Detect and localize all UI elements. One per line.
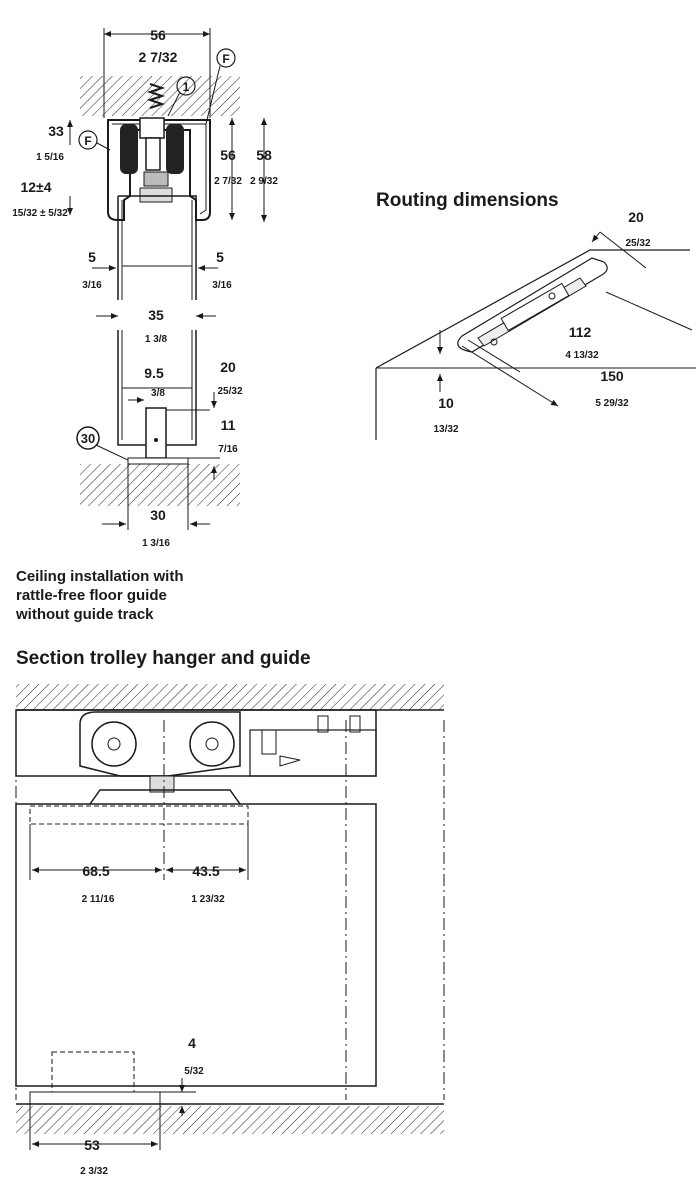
- callout-1: [176, 76, 196, 96]
- track-cross-section: [80, 76, 240, 506]
- dim-56-side-mm: 56: [220, 147, 236, 163]
- dim-9-5-in: 3/8: [151, 388, 165, 399]
- callout-f-top: [216, 48, 236, 68]
- dim-58-in: 2 9/32: [250, 176, 278, 187]
- caption-line-1: Ceiling installation with: [16, 568, 184, 585]
- section-53-mm: 53: [84, 1137, 100, 1153]
- dim-5-right-mm: 5: [216, 249, 224, 265]
- callout-f-left-label: F: [84, 134, 91, 148]
- section-4-mm: 4: [188, 1035, 196, 1051]
- routing-150-mm: 150: [600, 368, 624, 384]
- dim-58-mm: 58: [256, 147, 272, 163]
- callout-30: [76, 426, 100, 450]
- callout-30-label: 30: [81, 431, 95, 446]
- section-68-5-in: 2 11/16: [82, 894, 115, 905]
- dim-20-in: 25/32: [217, 386, 242, 397]
- callout-1-label: 1: [183, 80, 190, 94]
- section-drawing: [15, 684, 445, 1150]
- dim-56-in: 2 7/32: [139, 49, 178, 65]
- floor-hatch: [80, 464, 240, 506]
- dim-5-left-in: 3/16: [82, 280, 102, 291]
- dim-11-mm: 11: [221, 417, 236, 433]
- section-floor-hatch: [16, 1106, 444, 1134]
- dim-20-mm: 20: [220, 359, 236, 375]
- routing-150-in: 5 29/32: [595, 398, 629, 409]
- installation-caption: Ceiling installation with rattle-free fl…: [16, 567, 184, 624]
- routing-10-in: 13/32: [433, 424, 458, 435]
- routing-drawing: [375, 231, 696, 440]
- section-43-5-in: 1 23/32: [191, 894, 225, 905]
- section-53-in: 2 3/32: [80, 1166, 108, 1177]
- dim-5-left-mm: 5: [88, 249, 96, 265]
- routing-112-in: 4 13/32: [565, 350, 599, 361]
- section-ceiling-hatch: [16, 684, 444, 710]
- dim-56-mm: 56: [150, 27, 166, 43]
- section-68-5-mm: 68.5: [82, 863, 109, 879]
- dim-5-right-in: 3/16: [212, 280, 232, 291]
- section-43-5-mm: 43.5: [192, 863, 219, 879]
- callout-f-left: [78, 130, 98, 150]
- dim-33-in: 1 5/16: [36, 152, 64, 163]
- callout-f-top-label: F: [222, 52, 229, 66]
- section-title: Section trolley hanger and guide: [16, 648, 311, 669]
- routing-112-mm: 112: [569, 324, 592, 340]
- dim-9-5-mm: 9.5: [144, 365, 164, 381]
- dim-30-mm: 30: [150, 507, 166, 523]
- routing-20-mm: 20: [628, 209, 644, 225]
- section-4-in: 5/32: [184, 1066, 204, 1077]
- dim-12-in: 15/32 ± 5/32: [12, 208, 68, 219]
- dim-11-in: 7/16: [218, 444, 238, 455]
- routing-10-mm: 10: [438, 395, 454, 411]
- routing-title: Routing dimensions: [376, 190, 559, 211]
- dim-35-mm: 35: [148, 307, 164, 323]
- routing-20-in: 25/32: [625, 238, 650, 249]
- dim-35-in: 1 3/8: [145, 334, 168, 345]
- top-dimension-lines: [67, 28, 267, 530]
- dim-56-side-in: 2 7/32: [214, 176, 242, 187]
- caption-line-3: without guide track: [16, 606, 154, 623]
- dim-30-in: 1 3/16: [142, 538, 170, 549]
- caption-line-2: rattle-free floor guide: [16, 587, 167, 604]
- dim-12-mm: 12±4: [20, 179, 51, 195]
- dim-33-mm: 33: [48, 123, 64, 139]
